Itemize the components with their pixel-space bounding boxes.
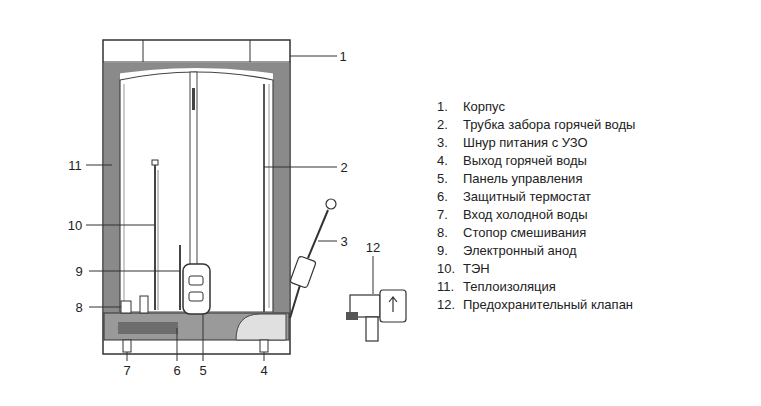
plug-head: [326, 199, 336, 209]
list-number: 1.: [437, 99, 448, 114]
leader-line: [86, 225, 155, 226]
list-number: 12.: [437, 297, 455, 312]
heater-element: [158, 170, 159, 310]
callout-number: 4: [260, 363, 267, 378]
part-name: Стопор смешивания: [463, 225, 586, 240]
part-name: Вход холодной воды: [463, 207, 588, 222]
panel-button: [189, 292, 203, 301]
part-name: Панель управления: [463, 171, 582, 186]
list-number: 5.: [437, 171, 448, 186]
hot-outlet: [260, 340, 268, 352]
valve-thread: [366, 317, 378, 341]
leader-line: [290, 56, 337, 57]
rcd-plug: [290, 256, 316, 288]
callout-number: 2: [340, 160, 347, 175]
callout-number: 9: [75, 264, 82, 279]
valve-cap: [380, 290, 406, 322]
part-name: Корпус: [463, 99, 505, 114]
leader-line: [177, 328, 178, 361]
tank-wall: [124, 84, 125, 308]
top-cap-line: [103, 62, 290, 63]
list-number: 8.: [437, 225, 448, 240]
callout-number: 5: [199, 363, 206, 378]
leader-line: [89, 271, 180, 272]
list-number: 3.: [437, 135, 448, 150]
heater-element: [154, 165, 156, 310]
tube-mark: [192, 88, 195, 110]
control-panel: [183, 264, 210, 314]
heater-body: [103, 40, 290, 354]
anode: [179, 245, 181, 310]
list-number: 6.: [437, 189, 448, 204]
hot-water-pipe: [263, 84, 265, 312]
leader-line: [264, 352, 265, 361]
callout-number: 1: [339, 49, 346, 64]
cap-seam: [143, 40, 144, 62]
list-number: 4.: [437, 153, 448, 168]
callout-number: 11: [68, 158, 82, 173]
callout-number: 10: [68, 218, 82, 233]
flow-arrow: [389, 297, 397, 312]
part-name: Шнур питания с УЗО: [463, 135, 588, 150]
leader-line: [86, 165, 112, 166]
part-name: Выход горячей воды: [463, 153, 587, 168]
leader-line: [203, 314, 204, 361]
callout-number: 3: [340, 234, 347, 249]
part-name: Электронный анод: [463, 243, 577, 258]
list-number: 2.: [437, 117, 448, 132]
list-number: 11.: [437, 279, 454, 294]
panel-display: [189, 276, 203, 285]
tank-wall: [269, 84, 270, 308]
thermostat: [140, 296, 148, 313]
power-cord: [308, 210, 328, 258]
part-name: Предохранительный клапан: [463, 297, 633, 312]
valve-lever: [346, 312, 358, 320]
cold-inlet: [123, 340, 131, 352]
cap-seam: [250, 40, 251, 62]
mixing-stopper: [121, 301, 131, 313]
insulation-left: [104, 63, 120, 315]
callout-number: 6: [173, 363, 180, 378]
heater-element-tip: [152, 160, 158, 165]
insulation-right: [273, 63, 289, 315]
list-number: 7.: [437, 207, 448, 222]
base-cover: [236, 314, 286, 340]
power-cord: [290, 285, 300, 318]
leader-lines: [86, 56, 373, 361]
part-name: Теплоизоляция: [463, 279, 556, 294]
list-number: 9.: [437, 243, 448, 258]
heater-base: [104, 313, 289, 340]
leader-line: [264, 167, 337, 168]
leader-line: [373, 256, 374, 294]
callout-number: 8: [75, 300, 82, 315]
part-name: Защитный термостат: [463, 189, 591, 204]
inner-tank: [120, 72, 273, 312]
part-name: ТЭН: [463, 261, 490, 276]
list-number: 10.: [437, 261, 455, 276]
base-part: [118, 322, 178, 334]
leader-line: [127, 352, 128, 361]
callout-number: 12: [366, 240, 380, 255]
part-name: Трубка забора горячей воды: [463, 117, 635, 132]
leader-line: [318, 241, 337, 242]
callout-number: 7: [123, 363, 130, 378]
leader-line: [89, 307, 121, 308]
